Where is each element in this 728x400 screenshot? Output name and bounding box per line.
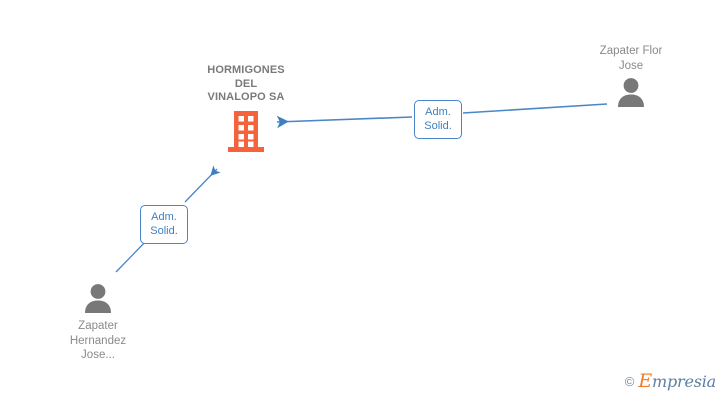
brand-rest: mpresia bbox=[652, 372, 716, 391]
person-icon-wrap bbox=[38, 282, 158, 316]
company-title: HORMIGONES DEL VINALOPO SA bbox=[207, 64, 285, 103]
person-avatar-icon bbox=[85, 284, 111, 313]
relation-label-flor-jose[interactable]: Adm. Solid. bbox=[414, 100, 462, 139]
person-name: Zapater Flor Jose bbox=[599, 45, 663, 72]
copyright-icon: © bbox=[624, 374, 635, 389]
brand-initial: E bbox=[638, 370, 652, 392]
person-node-zapater-hernandez-jose[interactable]: Zapater Hernandez Jose... bbox=[38, 282, 158, 363]
brand-wordmark: Empresia bbox=[638, 372, 716, 391]
company-icon-wrap bbox=[178, 109, 314, 155]
edge-relation-flor-jose bbox=[277, 103, 608, 122]
building-icon bbox=[228, 110, 264, 152]
watermark-empresia: © Empresia bbox=[625, 372, 716, 391]
person-icon-wrap bbox=[571, 76, 691, 110]
person-node-zapater-flor-jose[interactable]: Zapater Flor Jose bbox=[571, 44, 691, 110]
person-name: Zapater Hernandez Jose... bbox=[69, 320, 127, 361]
relation-label-hernandez-jose[interactable]: Adm. Solid. bbox=[140, 205, 188, 244]
person-avatar-icon bbox=[618, 78, 644, 107]
company-node[interactable]: HORMIGONES DEL VINALOPO SA bbox=[178, 64, 314, 155]
